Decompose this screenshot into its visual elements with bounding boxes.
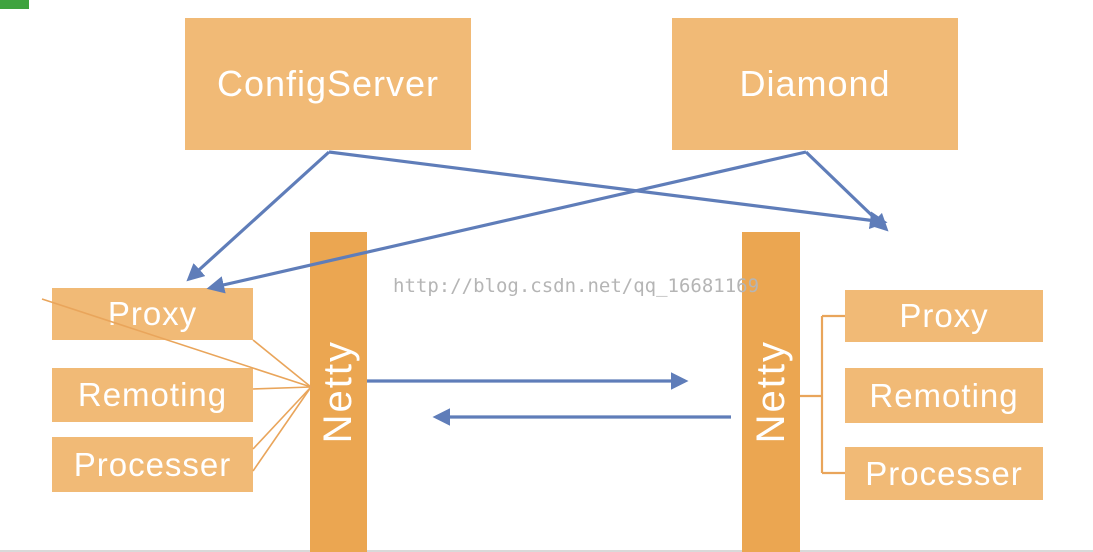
top-left-green-strip bbox=[0, 0, 29, 9]
bracket-right-netty-to-stack bbox=[800, 314, 845, 475]
diamond-node: Diamond bbox=[672, 18, 958, 150]
watermark-text: http://blog.csdn.net/qq_16681169 bbox=[393, 275, 760, 297]
arrow-diamond-to-right-netty bbox=[804, 150, 889, 232]
netty-left-column: Netty bbox=[310, 232, 367, 552]
configserver-node: ConfigServer bbox=[185, 18, 471, 150]
right-processer-node: Processer bbox=[845, 447, 1043, 500]
left-remoting-label: Remoting bbox=[77, 376, 228, 413]
netty-left-label: Netty bbox=[316, 340, 360, 444]
configserver-label: ConfigServer bbox=[216, 63, 440, 104]
right-processer-label: Processer bbox=[865, 454, 1023, 492]
connector-left-netty-to-processer-top bbox=[252, 386, 312, 450]
netty-right-label: Netty bbox=[748, 340, 793, 444]
right-remoting-label: Remoting bbox=[869, 376, 1019, 414]
connector-left-netty-to-remoting bbox=[252, 386, 312, 390]
connector-left-netty-to-processer bbox=[252, 386, 312, 472]
left-processer-label: Processer bbox=[73, 445, 232, 483]
left-proxy-label: Proxy bbox=[107, 295, 198, 332]
connector-left-netty-to-proxy bbox=[252, 339, 312, 388]
left-remoting-node: Remoting bbox=[52, 368, 253, 422]
diamond-label: Diamond bbox=[739, 63, 891, 104]
arrow-configserver-to-right-netty bbox=[328, 150, 888, 229]
left-processer-node: Processer bbox=[52, 437, 253, 492]
right-proxy-label: Proxy bbox=[899, 297, 989, 334]
bottom-divider-line bbox=[0, 550, 1093, 552]
left-proxy-node: Proxy bbox=[52, 288, 253, 340]
arrow-diamond-to-left-proxy bbox=[206, 150, 807, 294]
right-remoting-node: Remoting bbox=[845, 368, 1043, 423]
arrow-configserver-to-left-proxy bbox=[186, 150, 331, 282]
right-proxy-node: Proxy bbox=[845, 290, 1043, 342]
